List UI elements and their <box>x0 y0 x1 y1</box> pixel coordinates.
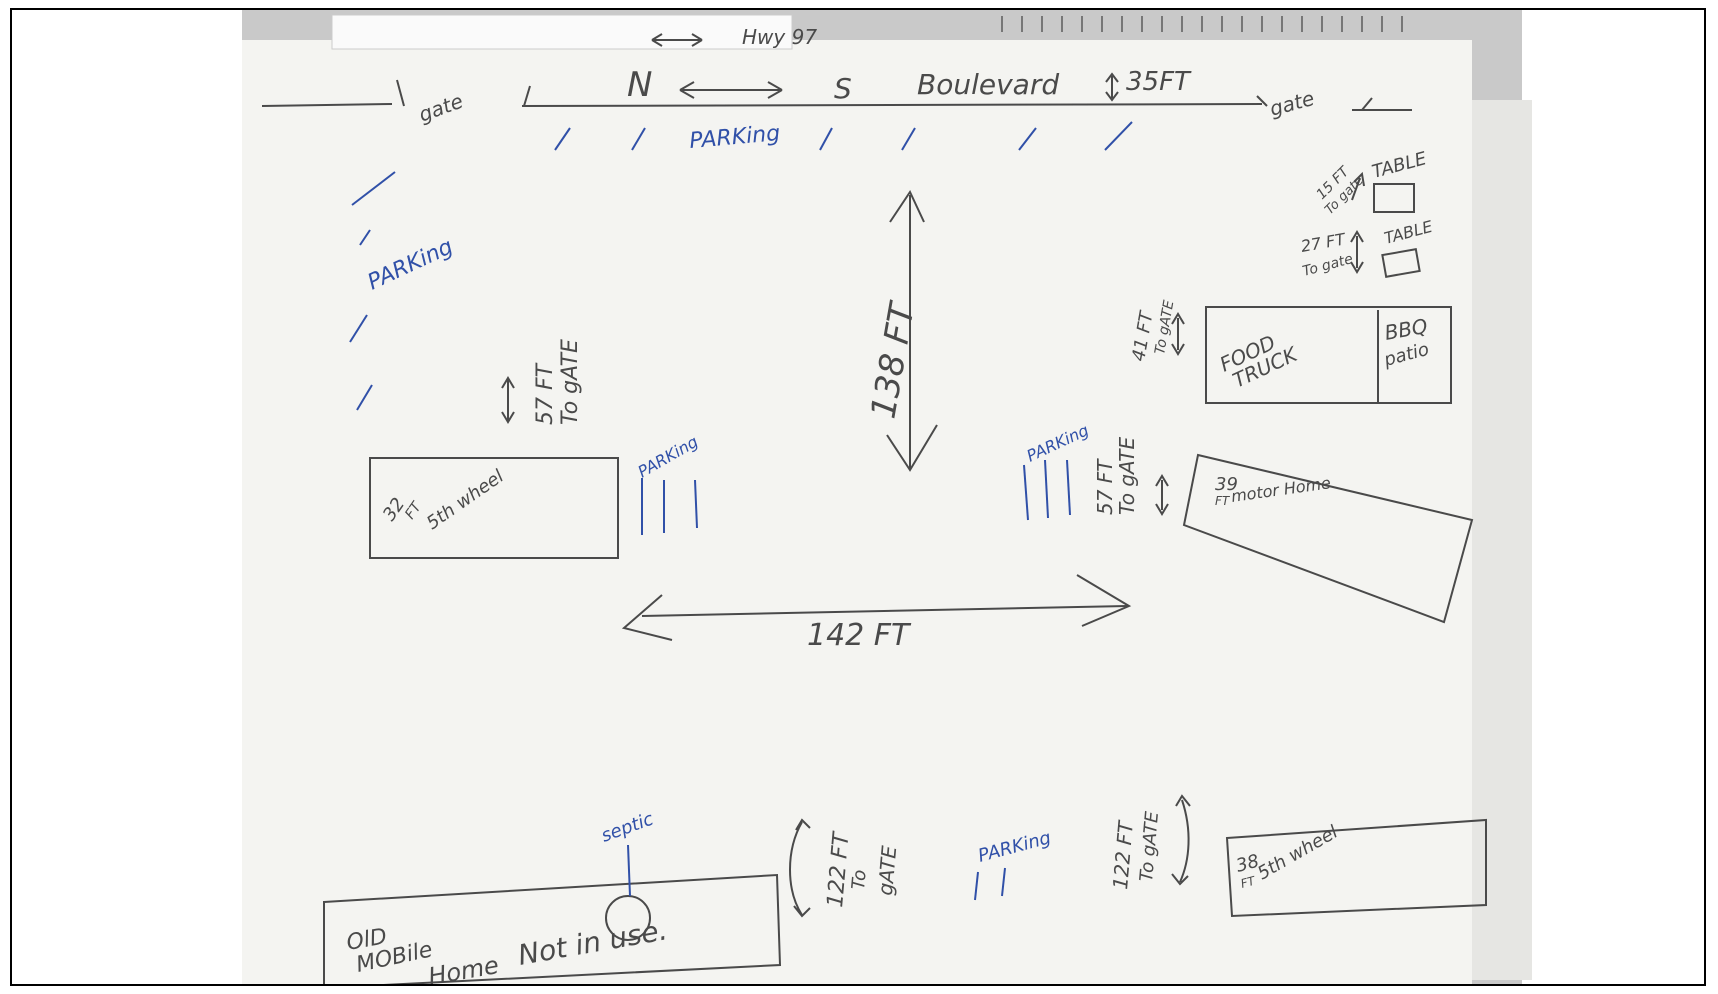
right-gate-distance: 57 FT <box>1093 458 1117 515</box>
left-gate-arrow-icon <box>501 376 515 424</box>
width-arrow-icon <box>1105 72 1119 102</box>
bottom-center-gate-to-label: To <box>848 869 871 891</box>
image-frame: Hwy 97 gate gate N S Boulevard 35FT <box>10 8 1706 986</box>
left-gate-distance: 57 FT <box>533 362 558 425</box>
bottom-right-gate-arrow-icon <box>1171 794 1191 886</box>
north-south-dimension <box>886 189 938 472</box>
right-gate-arrow-icon <box>1155 474 1169 516</box>
left-gate-to-label: To gATE <box>558 339 583 425</box>
food-truck-box <box>1205 306 1452 404</box>
double-arrow-icon <box>651 33 703 47</box>
top-parking-stalls <box>554 121 1133 151</box>
table-bottom-arrow-icon <box>1350 230 1364 274</box>
motor-home-length: 39 <box>1215 474 1238 495</box>
highway-label: Hwy 97 <box>742 25 817 49</box>
septic-circle <box>605 895 651 941</box>
east-west-distance: 142 FT <box>807 618 912 653</box>
motor-home-box <box>1182 453 1474 624</box>
motor-home-unit: FT <box>1215 494 1231 508</box>
center-left-parking-stalls <box>641 478 698 535</box>
left-parking-stalls <box>349 171 396 411</box>
north-south-arrow-icon <box>679 81 783 99</box>
fifth-wheel-left-box <box>369 457 619 559</box>
table-top-box <box>1373 183 1415 213</box>
septic-pointer <box>627 844 631 897</box>
boulevard-label: Boulevard <box>917 68 1059 101</box>
fifth-wheel-right-box <box>1225 818 1487 918</box>
boulevard-width-label: 35FT <box>1126 67 1192 97</box>
boulevard-edge-lines <box>261 79 1412 111</box>
site-plan-sketch: Hwy 97 gate gate N S Boulevard 35FT <box>242 14 1532 984</box>
table-top-arrow-icon <box>1351 171 1365 201</box>
food-truck-gate-arrow-icon <box>1171 312 1185 356</box>
fifth-wheel-right-unit: FT <box>1239 873 1258 891</box>
highway-note: Hwy 97 <box>651 25 817 49</box>
north-label: N <box>627 65 652 105</box>
bottom-parking-stalls <box>974 867 1006 901</box>
paper-top-strip <box>331 14 793 50</box>
bottom-center-gate-label: gATE <box>873 844 901 896</box>
bottom-center-gate-arrow-icon <box>789 818 811 918</box>
center-right-parking-stalls <box>1023 459 1071 521</box>
south-label: S <box>834 72 852 105</box>
east-west-dimension <box>621 574 1132 641</box>
spiral-binding <box>1001 16 1403 32</box>
old-mobile-home-box <box>323 873 782 984</box>
paper-sheet <box>242 40 1472 984</box>
right-gate-to-label: To gATE <box>1115 437 1139 515</box>
table-bottom-box <box>1381 248 1421 278</box>
